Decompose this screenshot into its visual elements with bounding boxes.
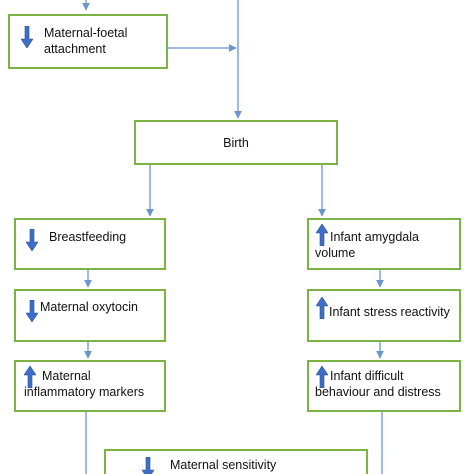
box-infant-difficult-behaviour: Infant difficult behaviour and distress bbox=[307, 360, 461, 412]
down-arrow-icon bbox=[142, 457, 154, 474]
box-infant-stress-reactivity: Infant stress reactivity bbox=[307, 289, 461, 342]
up-arrow-icon bbox=[24, 366, 36, 388]
infant-difficult-behaviour-label: Infant difficult behaviour and distress bbox=[315, 369, 441, 399]
maternal-inflammatory-markers-label: Maternal inflammatory markers bbox=[24, 369, 145, 399]
box-maternal-oxytocin: Maternal oxytocin bbox=[14, 289, 166, 342]
down-arrow-icon bbox=[21, 26, 33, 48]
maternal-foetal-attachment-label: Maternal-foetal attachment bbox=[44, 26, 128, 56]
up-arrow-icon bbox=[316, 224, 328, 246]
down-arrow-icon bbox=[26, 229, 38, 251]
box-infant-amygdala-volume: Infant amygdala volume bbox=[307, 218, 461, 270]
infant-amygdala-volume-label: Infant amygdala volume bbox=[315, 230, 419, 260]
box-maternal-sensitivity: Maternal sensitivity bbox=[104, 449, 368, 474]
box-birth: Birth bbox=[134, 120, 338, 165]
maternal-sensitivity-label: Maternal sensitivity bbox=[170, 458, 277, 472]
box-maternal-inflammatory-markers: Maternal inflammatory markers bbox=[14, 360, 166, 412]
up-arrow-icon bbox=[316, 366, 328, 388]
box-maternal-foetal-attachment: Maternal-foetal attachment bbox=[8, 14, 168, 69]
up-arrow-icon bbox=[316, 297, 328, 319]
breastfeeding-label: Breastfeeding bbox=[49, 230, 127, 244]
maternal-oxytocin-label: Maternal oxytocin bbox=[40, 300, 138, 314]
infant-stress-reactivity-label: Infant stress reactivity bbox=[329, 305, 450, 319]
down-arrow-icon bbox=[26, 300, 38, 322]
birth-label: Birth bbox=[223, 136, 249, 150]
box-breastfeeding: Breastfeeding bbox=[14, 218, 166, 270]
